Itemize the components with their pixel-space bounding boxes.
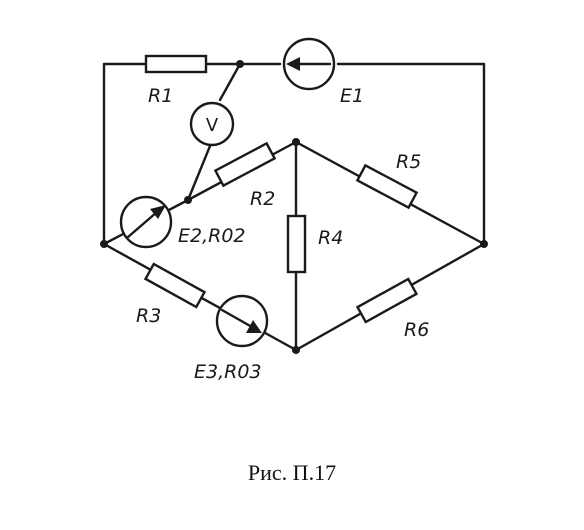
label-r2: R2: [250, 188, 275, 210]
label-r6: R6: [404, 319, 429, 341]
voltmeter: [189, 101, 235, 147]
label-e2: E2,R02: [178, 225, 246, 247]
figure-caption: Рис. П.17: [247, 460, 337, 485]
label-voltmeter: V: [206, 115, 219, 136]
label-r1: R1: [148, 85, 173, 107]
source-e2: [119, 195, 173, 249]
node-bottom: [292, 346, 300, 354]
source-e3: [215, 294, 269, 348]
label-r3: R3: [136, 305, 161, 327]
resistor-r6: [355, 277, 419, 324]
label-r5: R5: [396, 151, 421, 173]
resistor-r5: [355, 163, 419, 210]
node-top: [292, 138, 300, 146]
node-left: [100, 240, 108, 248]
resistor-r1: [144, 54, 208, 74]
arrow-left-icon: [286, 57, 300, 71]
label-e3: E3,R03: [194, 361, 262, 383]
junction-nodes: [100, 60, 488, 354]
label-r4: R4: [318, 227, 343, 249]
resistor-r3: [143, 262, 207, 309]
source-e1: [282, 37, 336, 91]
arrow-up-right-icon: [150, 205, 166, 219]
resistor-r4: [286, 214, 307, 274]
arrow-down-right-icon: [246, 320, 262, 333]
label-e1: E1: [340, 85, 364, 107]
node-right: [480, 240, 488, 248]
node-mid: [184, 196, 192, 204]
resistor-r2: [213, 141, 277, 188]
node-top-left: [236, 60, 244, 68]
